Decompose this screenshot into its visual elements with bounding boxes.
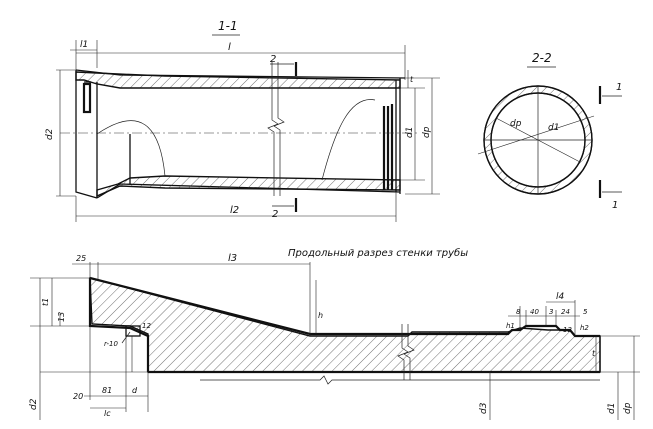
ring-label-dp: dp — [510, 119, 522, 129]
wall-profile-hatch — [89, 277, 601, 373]
section-2-2-title: 2-2 — [532, 51, 552, 65]
label-h: h — [318, 311, 323, 320]
label-l: l — [228, 42, 231, 53]
cut-1-top-label: 1 — [616, 82, 622, 93]
label-h2: h2 — [580, 324, 589, 332]
bell-taper-curve — [96, 120, 166, 177]
label-d: d — [132, 386, 138, 395]
label-t: t — [410, 75, 414, 84]
label-lc: lc — [104, 409, 111, 418]
ring-dim-d1 — [495, 117, 581, 163]
label-l1: l1 — [80, 40, 88, 50]
wall-section-view: Продольный разрез стенки трубы 25 l3 h t… — [29, 247, 640, 420]
label-d2: d2 — [45, 128, 55, 140]
label-d2-wall: d2 — [29, 398, 39, 410]
break-line — [397, 324, 409, 380]
label-40: 40 — [530, 308, 539, 316]
label-t-wall: t — [592, 349, 596, 358]
section-1-1-title: 1-1 — [218, 19, 238, 33]
label-3: 3 — [549, 308, 553, 316]
wall-hatch-top — [75, 71, 401, 89]
cut-2-top-label: 2 — [270, 54, 276, 65]
label-20: 20 — [73, 392, 83, 401]
label-dp-wall: dp — [623, 402, 633, 414]
label-l2: l2 — [230, 205, 239, 216]
cut-2-bottom-label: 2 — [272, 209, 278, 220]
label-13: 13 — [57, 312, 66, 322]
label-l4: l4 — [556, 292, 565, 302]
spigot-taper-curve — [321, 99, 376, 181]
ring-label-d1: d1 — [548, 123, 559, 133]
label-12: 12 — [142, 322, 151, 330]
label-t1: t1 — [41, 298, 50, 306]
pipe-bell-outer-edge — [75, 70, 98, 199]
seal-recess — [125, 325, 141, 337]
spigot-profile — [408, 324, 600, 338]
cut-1-bottom-label: 1 — [612, 200, 618, 211]
label-5: 5 — [583, 308, 588, 316]
inner-break-line — [200, 375, 600, 385]
section-1-1-view: 1-1 l1 l — [45, 19, 440, 222]
section-2-2-view: 2-2 dp d1 1 1 — [477, 51, 622, 211]
label-d3: d3 — [479, 402, 489, 414]
label-81: 81 — [102, 386, 112, 395]
spigot-ribs — [382, 78, 401, 194]
label-r10: r-10 — [104, 340, 118, 348]
wall-hatch-bottom — [96, 175, 401, 198]
break-line — [267, 62, 279, 196]
break-line — [403, 324, 415, 380]
label-24: 24 — [561, 308, 570, 316]
bell-face-profile — [88, 278, 150, 372]
label-h1: h1 — [506, 322, 515, 330]
bell-seal-groove — [82, 82, 92, 114]
label-dp: dp — [422, 126, 432, 138]
label-8: 8 — [516, 308, 521, 316]
ring-dim-dp — [477, 115, 595, 155]
label-d1: d1 — [405, 127, 415, 138]
wall-section-title: Продольный разрез стенки трубы — [288, 247, 468, 259]
label-12-spigot: 12 — [563, 326, 572, 334]
label-l3: l3 — [228, 253, 237, 264]
break-line — [273, 62, 285, 196]
label-d1-wall: d1 — [607, 403, 617, 414]
label-25: 25 — [76, 254, 86, 263]
